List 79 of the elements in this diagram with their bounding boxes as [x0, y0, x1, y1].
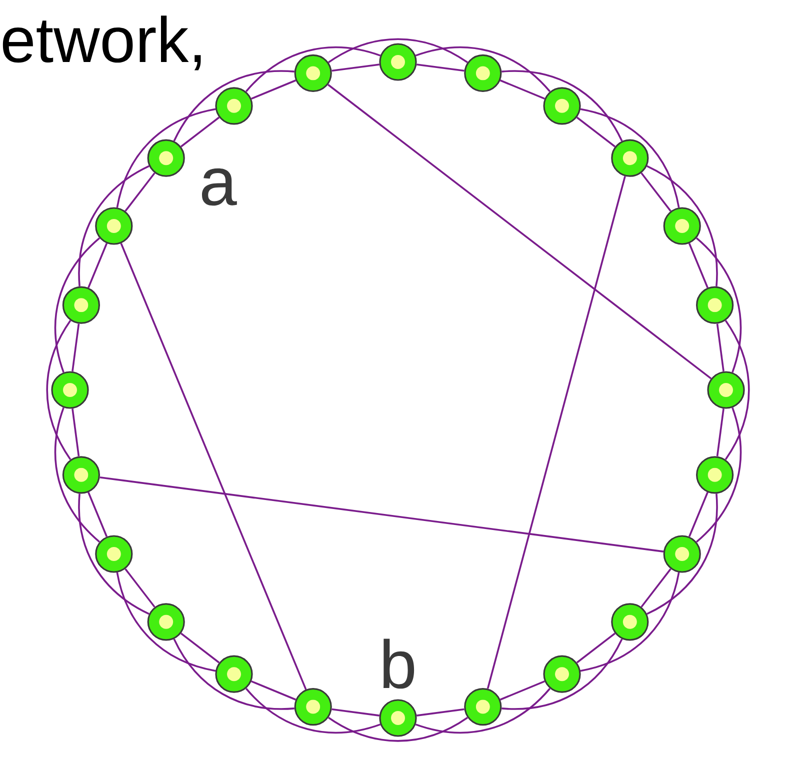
network-link — [332, 708, 380, 716]
curved-link — [173, 638, 294, 710]
curved-link — [245, 688, 381, 734]
network-node — [707, 371, 745, 409]
network-link — [576, 116, 616, 148]
network-link — [124, 568, 156, 608]
network-node — [215, 655, 253, 693]
network-link — [88, 243, 108, 288]
network-link — [251, 680, 296, 700]
network-node — [147, 603, 185, 641]
curved-link — [724, 320, 750, 460]
network-link — [688, 243, 708, 288]
curved-link — [173, 70, 294, 142]
curved-link — [696, 237, 742, 373]
network-link — [716, 324, 724, 372]
network-node — [663, 535, 701, 573]
curved-link — [245, 46, 381, 92]
network-link — [72, 408, 80, 456]
curved-link — [78, 165, 150, 286]
network-link — [640, 172, 672, 212]
curved-link — [54, 407, 100, 543]
curved-link — [415, 688, 551, 734]
network-node — [663, 207, 701, 245]
curved-link — [502, 70, 623, 142]
curved-link — [328, 38, 468, 64]
network-link — [500, 680, 545, 700]
network-node — [51, 371, 89, 409]
network-node — [379, 43, 417, 81]
curved-link — [116, 108, 216, 208]
network-node — [95, 535, 133, 573]
curved-link — [328, 716, 468, 742]
network-link — [327, 84, 712, 380]
network-link — [72, 324, 80, 372]
heading-text: etwork, — [2, 16, 201, 70]
network-link — [332, 64, 380, 72]
network-node — [215, 87, 253, 125]
network-node — [464, 54, 502, 92]
network-node — [62, 286, 100, 324]
curved-link — [116, 572, 216, 672]
network-link — [88, 492, 108, 537]
network-link — [251, 80, 296, 100]
network-node — [379, 699, 417, 737]
network-link — [124, 172, 156, 212]
node-label: b — [383, 638, 414, 689]
network-node — [464, 688, 502, 726]
network-link — [486, 176, 626, 689]
curved-link — [415, 46, 551, 92]
network-link — [500, 80, 545, 100]
network-node — [611, 139, 649, 177]
curved-link — [580, 572, 680, 672]
curved-link — [502, 638, 623, 710]
network-link — [416, 708, 464, 716]
network-link — [716, 408, 724, 456]
network-node — [696, 286, 734, 324]
curved-link — [696, 407, 742, 543]
curved-link — [646, 494, 718, 615]
network-link — [180, 632, 220, 664]
curved-link — [646, 165, 718, 286]
network-link — [688, 492, 708, 537]
network-node — [543, 87, 581, 125]
network-node — [95, 207, 133, 245]
curved-link — [46, 320, 72, 460]
curved-link — [78, 494, 150, 615]
network-node — [696, 456, 734, 494]
network-link — [100, 476, 664, 552]
network-node — [294, 54, 332, 92]
network-node — [543, 655, 581, 693]
network-node — [62, 456, 100, 494]
network-node — [294, 688, 332, 726]
network-node — [147, 139, 185, 177]
network-link — [416, 64, 464, 72]
curved-link — [580, 108, 680, 208]
network-link — [576, 632, 616, 664]
curved-link — [54, 237, 100, 373]
network-link — [180, 116, 220, 148]
network-link — [120, 243, 307, 690]
network-node — [611, 603, 649, 641]
node-label: a — [202, 168, 237, 206]
network-link — [640, 568, 672, 608]
